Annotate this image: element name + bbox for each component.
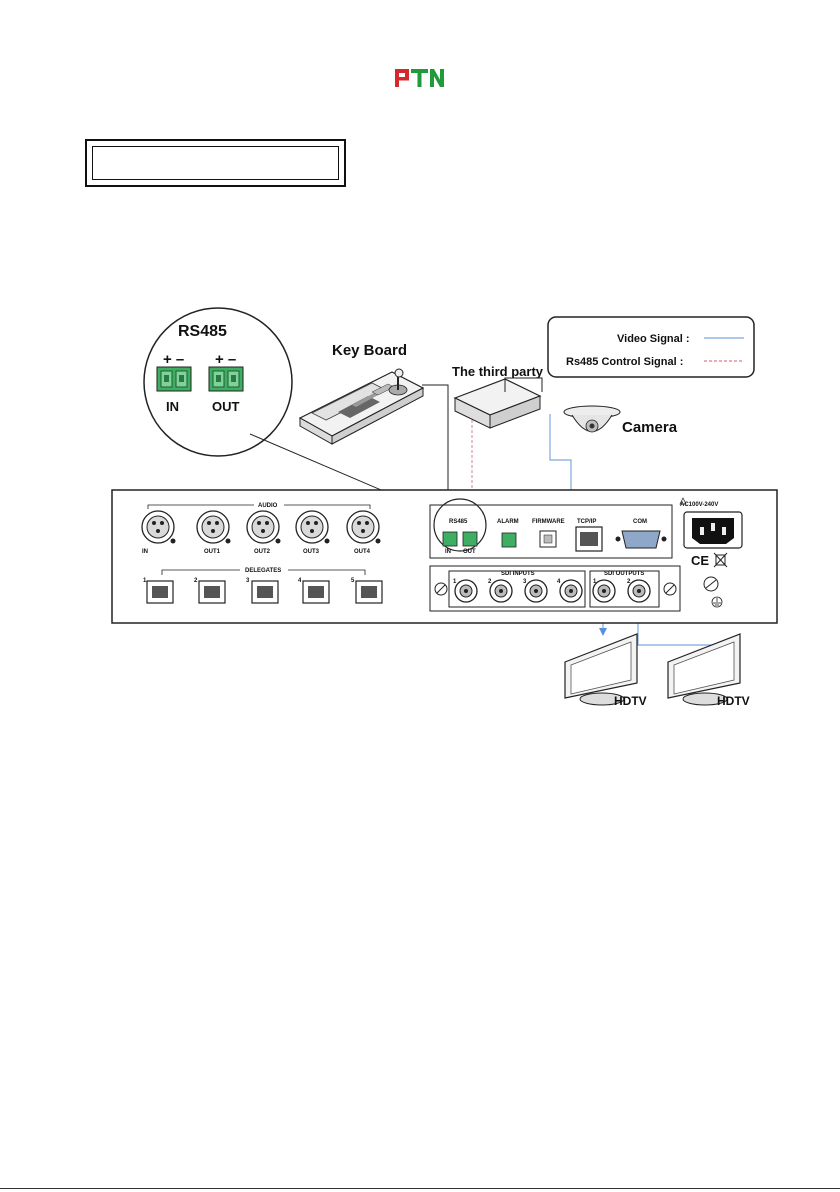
tcpip-label: TCP/IP (577, 519, 596, 525)
bnc-in-4 (560, 580, 582, 602)
zoom-title: RS485 (178, 323, 227, 340)
sdi-outputs-label: SDI OUTPUTS (604, 571, 644, 577)
hdtv-2-label: HDTV (717, 694, 750, 708)
audio-port-out4: OUT4 (354, 549, 371, 555)
panel-rs485-in (443, 532, 457, 546)
keyboard-device (300, 369, 423, 444)
rj45-delegate-3 (252, 581, 278, 603)
hdtv-1-label: HDTV (614, 694, 647, 708)
page-bottom-rule (0, 1188, 840, 1189)
panel-rs485-out (463, 532, 477, 546)
zoom-in-label: IN (166, 399, 179, 414)
camera-device (564, 406, 620, 432)
com-label: COM (633, 519, 647, 525)
audio-port-out3: OUT3 (303, 549, 320, 555)
zoom-out-label: OUT (212, 399, 240, 414)
panel-rs485-label: RS485 (449, 519, 468, 525)
third-party-label: The third party (452, 364, 544, 379)
audio-port-out2: OUT2 (254, 549, 271, 555)
delegates-group-label: DELEGATES (245, 568, 281, 574)
bnc-in-3 (525, 580, 547, 602)
zoom-in-polarity: + – (163, 351, 184, 368)
rj45-delegate-1 (147, 581, 173, 603)
screw-left-icon (435, 583, 447, 595)
legend-rs485-label: Rs485 Control Signal : (566, 356, 683, 368)
legend-video-label: Video Signal : (617, 333, 690, 345)
rj45-delegate-4 (303, 581, 329, 603)
legend-box (548, 317, 754, 377)
audio-group-label: AUDIO (258, 503, 278, 509)
ce-mark: CE (691, 553, 709, 568)
ground-symbol-icon (712, 597, 722, 607)
video-arrow-2 (599, 628, 607, 636)
rj45-delegate-5 (356, 581, 382, 603)
zoom-out-terminal (209, 367, 243, 391)
alarm-label: ALARM (497, 519, 519, 525)
audio-port-in: IN (142, 549, 148, 555)
weee-icon (714, 553, 727, 567)
bnc-in-2 (490, 580, 512, 602)
rj45-delegate-2 (199, 581, 225, 603)
sdi-inputs-label: SDI INPUTS (501, 571, 535, 577)
firmware-label: FIRMWARE (532, 519, 565, 525)
panel-rs485-in-label: IN (445, 549, 451, 555)
alarm-terminal (502, 533, 516, 547)
db9-port-icon (622, 531, 660, 548)
rs485-zoom: RS485 + – + – IN OUT (144, 308, 292, 456)
third-party-device (455, 379, 540, 428)
screw-right-icon (664, 583, 676, 595)
zoom-in-terminal (157, 367, 191, 391)
panel-rs485-out-label: OUT (463, 549, 476, 555)
audio-port-out1: OUT1 (204, 549, 221, 555)
ground-screw-icon (704, 577, 718, 591)
bnc-in-1 (455, 580, 477, 602)
zoom-out-polarity: + – (215, 351, 236, 368)
keyboard-label: Key Board (332, 342, 407, 359)
bnc-out-2 (628, 580, 650, 602)
camera-label: Camera (622, 419, 678, 436)
